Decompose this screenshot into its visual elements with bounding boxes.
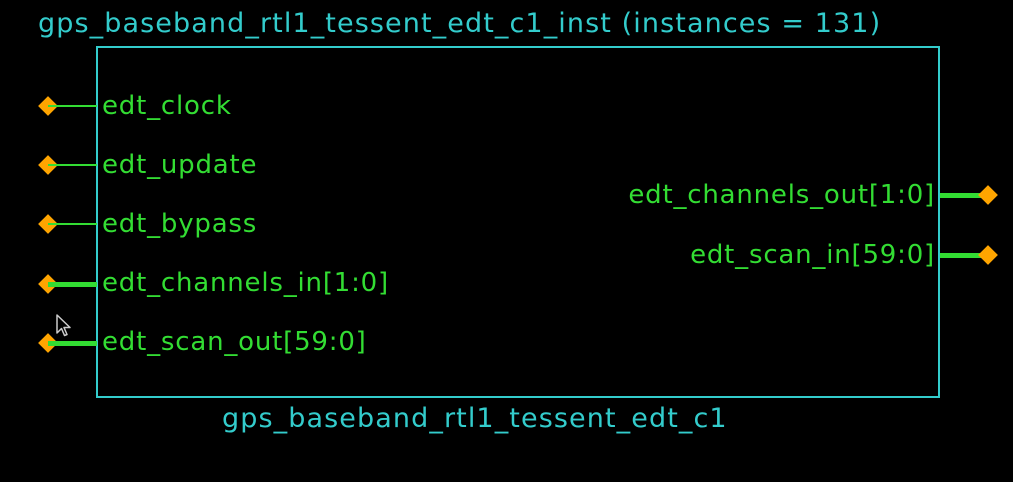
input-pin-label[interactable]: edt_clock bbox=[102, 91, 232, 121]
input-pin-label[interactable]: edt_bypass bbox=[102, 209, 258, 239]
input-pin-label[interactable]: edt_channels_in[1:0] bbox=[102, 268, 389, 298]
input-pin-label[interactable]: edt_scan_out[59:0] bbox=[102, 327, 367, 357]
input-wire bbox=[48, 341, 97, 346]
output-wire bbox=[940, 253, 988, 258]
output-wire bbox=[940, 193, 988, 198]
input-pin-label[interactable]: edt_update bbox=[102, 150, 258, 180]
output-port-marker[interactable] bbox=[978, 185, 998, 205]
output-pin-label[interactable]: edt_scan_in[59:0] bbox=[690, 240, 935, 270]
module-name: gps_baseband_rtl1_tessent_edt_c1 bbox=[222, 403, 728, 434]
mouse-cursor-icon bbox=[56, 314, 74, 342]
input-wire bbox=[48, 282, 97, 287]
instance-title: gps_baseband_rtl1_tessent_edt_c1_inst (i… bbox=[38, 8, 882, 39]
input-wire bbox=[48, 105, 97, 107]
output-pin-label[interactable]: edt_channels_out[1:0] bbox=[628, 180, 935, 210]
module-block[interactable] bbox=[96, 46, 940, 398]
output-port-marker[interactable] bbox=[978, 245, 998, 265]
input-wire bbox=[48, 223, 97, 225]
input-wire bbox=[48, 164, 97, 166]
